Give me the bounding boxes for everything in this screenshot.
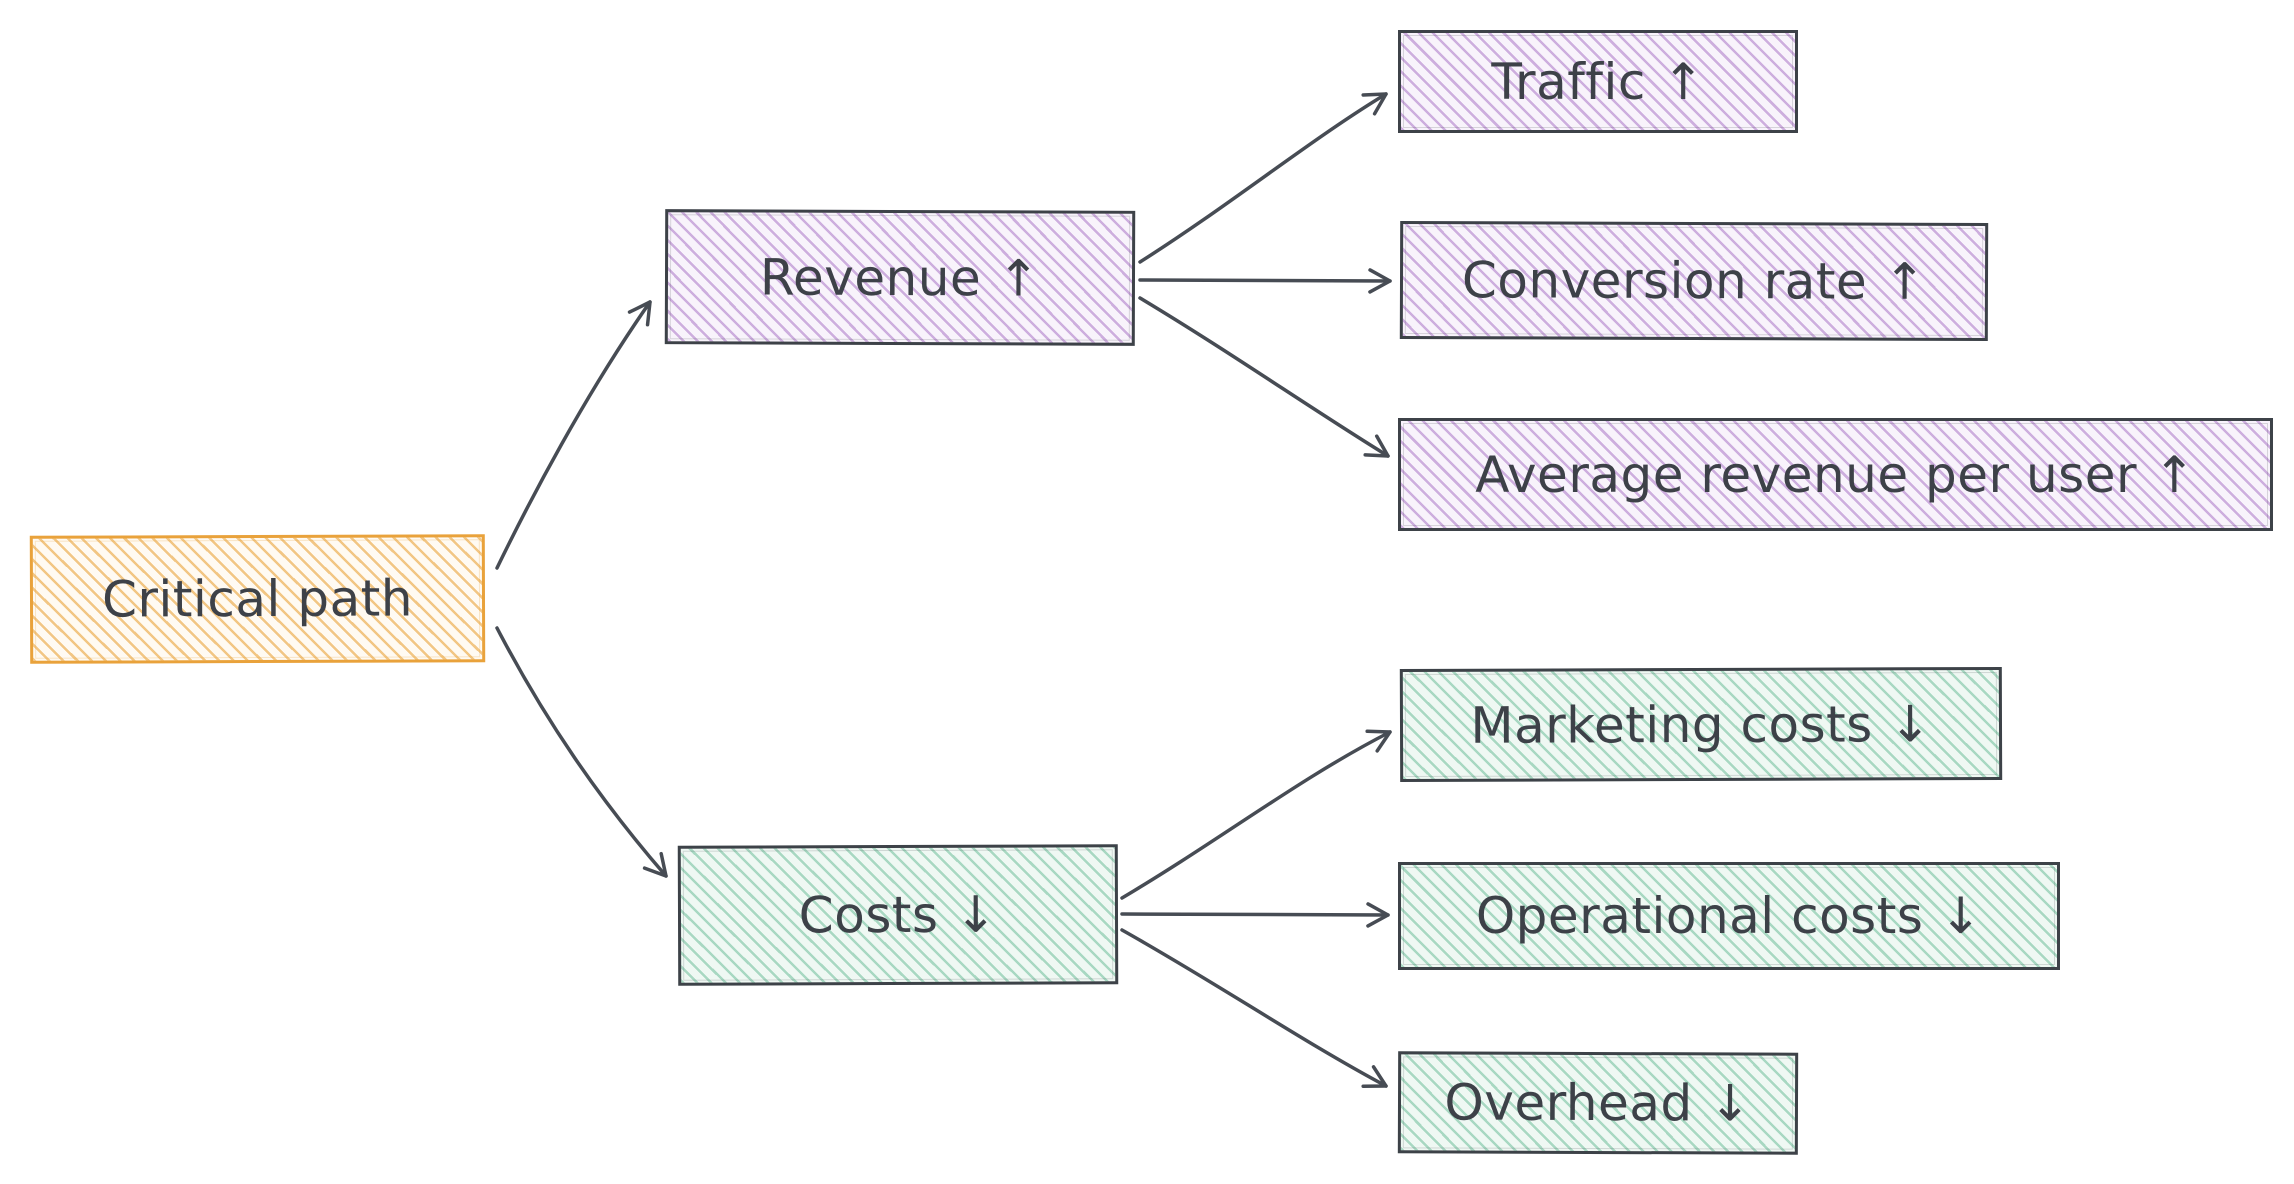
edge-revenue-arpu	[1138, 296, 1390, 458]
node-costs[interactable]: Costs ↓	[677, 844, 1119, 986]
node-average-revenue-per-user-label: Average revenue per user ↑	[1475, 445, 2196, 504]
node-traffic[interactable]: Traffic ↑	[1398, 30, 1798, 133]
edge-revenue-conversion	[1138, 268, 1392, 294]
node-revenue[interactable]: Revenue ↑	[664, 209, 1136, 346]
edge-root-costs	[495, 626, 668, 878]
node-operational-costs-label: Operational costs ↓	[1475, 887, 1983, 945]
node-revenue-label: Revenue ↑	[759, 248, 1041, 307]
node-average-revenue-per-user[interactable]: Average revenue per user ↑	[1398, 418, 2273, 531]
node-conversion-rate-label: Conversion rate ↑	[1461, 251, 1927, 311]
node-traffic-label: Traffic ↑	[1491, 52, 1705, 111]
edge-root-revenue	[495, 300, 652, 570]
edge-costs-operational	[1120, 902, 1390, 928]
edge-costs-marketing	[1120, 729, 1392, 900]
node-marketing-costs-label: Marketing costs ↓	[1470, 694, 1932, 755]
node-marketing-costs[interactable]: Marketing costs ↓	[1399, 666, 2003, 783]
node-overhead[interactable]: Overhead ↓	[1397, 1051, 1799, 1155]
node-costs-label: Costs ↓	[798, 885, 998, 945]
edge-costs-overhead	[1120, 928, 1388, 1089]
edge-revenue-traffic	[1138, 92, 1388, 264]
node-conversion-rate[interactable]: Conversion rate ↑	[1399, 220, 1989, 342]
node-overhead-label: Overhead ↓	[1444, 1073, 1752, 1133]
node-critical-path-label: Critical path	[101, 569, 414, 629]
node-critical-path[interactable]: Critical path	[29, 534, 486, 664]
node-operational-costs[interactable]: Operational costs ↓	[1398, 862, 2060, 970]
